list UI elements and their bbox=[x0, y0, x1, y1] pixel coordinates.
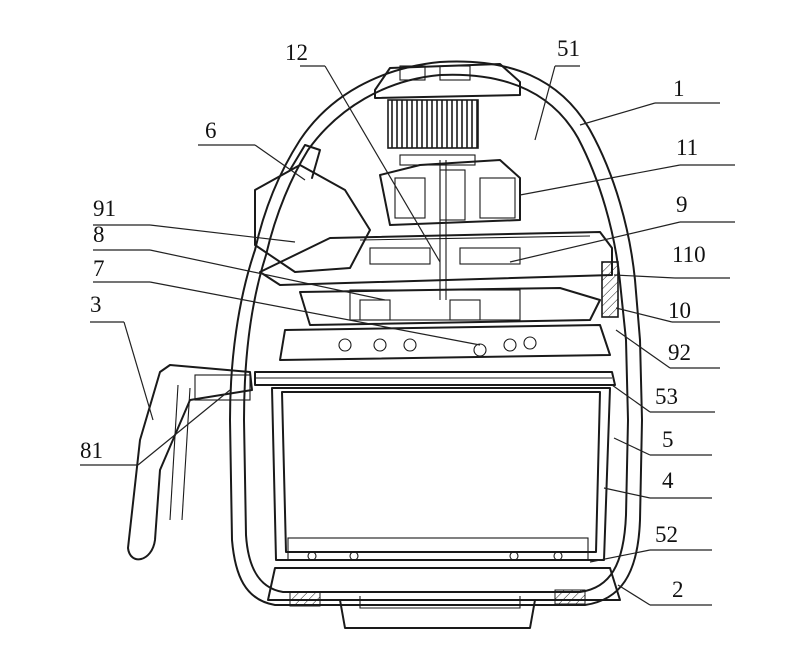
air-inlet-grille bbox=[601, 261, 619, 318]
label-110: 110 bbox=[672, 242, 706, 267]
label-11: 11 bbox=[676, 135, 698, 160]
label-10: 10 bbox=[668, 298, 691, 323]
label-4: 4 bbox=[662, 468, 674, 493]
fan bbox=[299, 287, 601, 326]
outer-housing bbox=[229, 60, 643, 606]
label-9: 9 bbox=[676, 192, 688, 217]
label-7: 7 bbox=[93, 256, 105, 281]
label-6: 6 bbox=[205, 118, 217, 143]
heating-tube bbox=[279, 324, 611, 361]
label-2: 2 bbox=[672, 577, 684, 602]
basket bbox=[271, 387, 611, 561]
label-81: 81 bbox=[80, 438, 103, 463]
label-1: 1 bbox=[673, 76, 685, 101]
reference-numerals: 12 51 1 6 11 91 9 8 110 7 10 3 92 53 81 … bbox=[80, 36, 706, 602]
top-cap bbox=[374, 63, 521, 166]
label-91: 91 bbox=[93, 196, 116, 221]
basket-bottom bbox=[287, 537, 589, 561]
label-53: 53 bbox=[655, 384, 678, 409]
handle bbox=[127, 364, 253, 561]
label-8: 8 bbox=[93, 222, 105, 247]
label-52: 52 bbox=[655, 522, 678, 547]
base bbox=[267, 567, 621, 629]
label-51: 51 bbox=[557, 36, 580, 61]
partition-plate bbox=[259, 231, 613, 286]
motor-assembly bbox=[379, 159, 521, 300]
label-5: 5 bbox=[662, 427, 674, 452]
leader-lines bbox=[80, 65, 735, 606]
label-12: 12 bbox=[285, 40, 308, 65]
control-knob bbox=[254, 144, 371, 273]
label-3: 3 bbox=[90, 292, 102, 317]
label-92: 92 bbox=[668, 340, 691, 365]
chamber-rim bbox=[254, 371, 616, 386]
